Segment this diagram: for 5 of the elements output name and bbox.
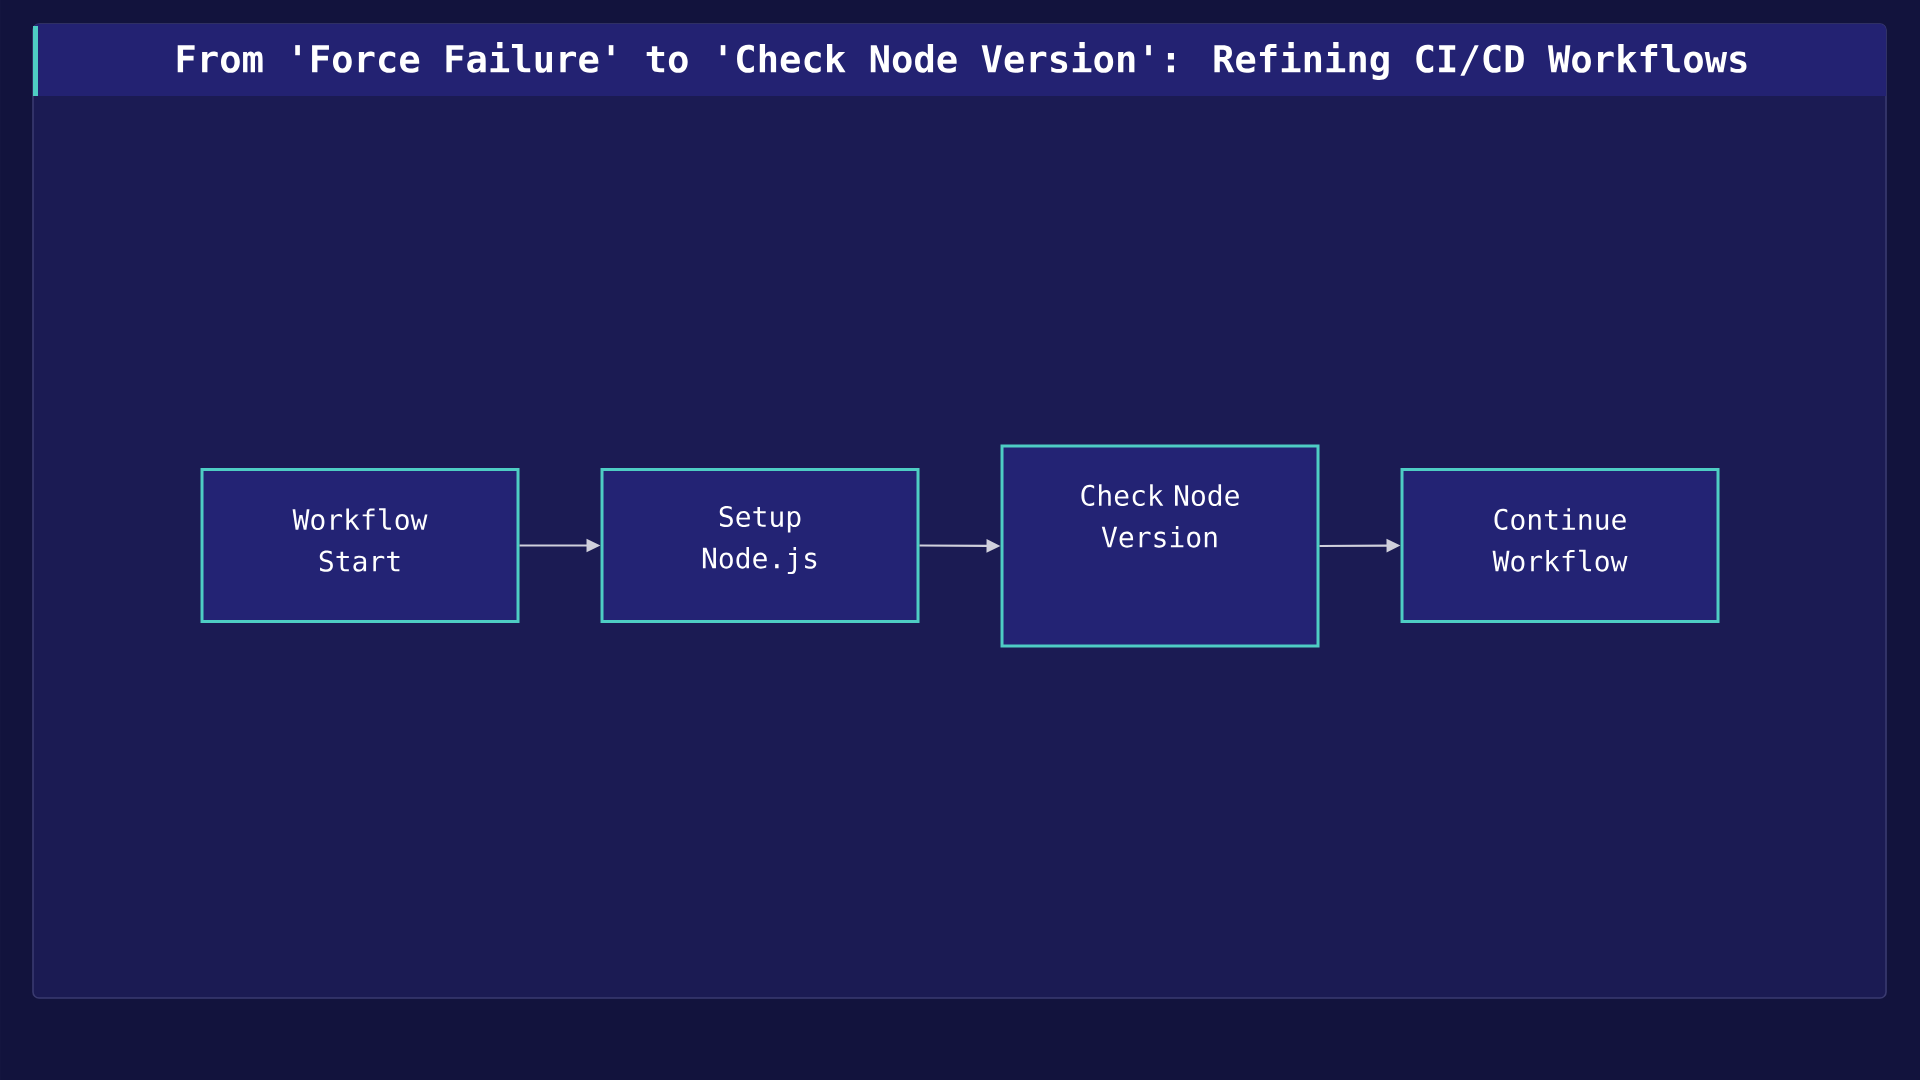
process-box: Setup Node.js xyxy=(600,468,920,623)
title-bar: From 'Force Failure' to 'Check Node Version': Refining CI/CD Workflows xyxy=(33,24,1886,96)
process-box: Continue Workflow xyxy=(1400,468,1720,623)
process-box: Workflow Start xyxy=(200,468,520,623)
process-box: Check Node Version xyxy=(1000,444,1320,648)
